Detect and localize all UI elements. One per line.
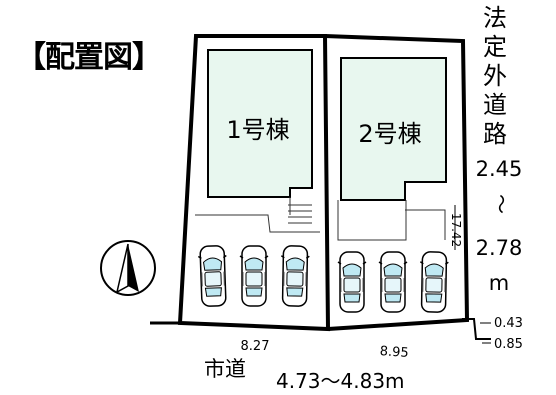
lot-boundaries (177, 34, 470, 332)
page-title: 【配置図】 (16, 40, 162, 75)
building-2 (340, 57, 447, 201)
bottom-road-width: 4.73〜4.83m (276, 369, 405, 393)
right-road-name-char: 定 (483, 33, 507, 61)
parking-cars (197, 245, 449, 313)
right-road-width-to: 2.78 (476, 236, 523, 260)
site-details (195, 197, 446, 241)
lot-2-depth-label: 17.42 (449, 213, 463, 247)
right-road-name-char: 法 (483, 4, 507, 32)
car-icon (337, 251, 367, 313)
right-road-range-symbol: 〜 (489, 194, 513, 214)
car-icon (419, 251, 449, 313)
corner-leader (480, 322, 491, 344)
corner-dimension-a: 0.43 (494, 316, 523, 331)
corner-dimension-b: 0.85 (494, 337, 523, 352)
right-road-name: 法定外道路 (480, 4, 510, 149)
road-edge-right (462, 318, 491, 340)
right-road-width-from: 2.45 (476, 157, 523, 181)
car-icon (378, 251, 408, 313)
right-road-unit: m (489, 271, 509, 295)
right-road-name-char: 外 (483, 62, 507, 90)
north-arrow-icon (100, 240, 156, 296)
car-icon (280, 245, 310, 307)
lot-2-frontage-label: 8.95 (379, 344, 409, 361)
car-icon (197, 245, 227, 307)
right-road-name-char: 道 (483, 91, 507, 119)
car-icon (239, 245, 269, 307)
right-road-name-char: 路 (483, 120, 507, 148)
bottom-road-name: 市道 (204, 357, 246, 381)
building-1-label: 1号棟 (226, 116, 289, 144)
lot-1-frontage-label: 8.27 (241, 339, 270, 354)
building-2-label: 2号棟 (358, 120, 421, 148)
building-1 (207, 49, 313, 198)
lot-2-boundary (324, 34, 470, 331)
